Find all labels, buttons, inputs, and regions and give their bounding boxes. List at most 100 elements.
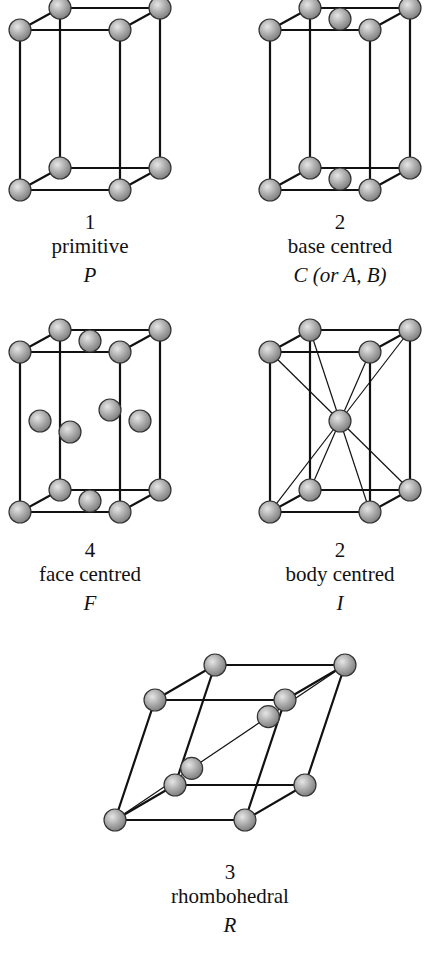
lattice-atom	[181, 757, 203, 779]
lattice-atom	[294, 774, 316, 796]
lattice-atom	[299, 319, 321, 341]
lattice-atom	[149, 157, 171, 179]
rhombohedral-cell-edge	[115, 819, 245, 821]
lattice-atom	[399, 319, 421, 341]
face-centred-cell-edge	[20, 351, 120, 353]
rhombohedral-cell-edge	[245, 700, 285, 820]
lattice-atom	[334, 654, 356, 676]
lattice-atom	[144, 689, 166, 711]
face-centred-cell-edge	[60, 329, 160, 331]
lattice-atom	[109, 19, 131, 41]
lattice-atom	[259, 341, 281, 363]
primitive-cell-edge	[20, 189, 120, 191]
body-centred-cell-diagonal	[310, 330, 340, 421]
lattice-name: primitive	[52, 234, 129, 258]
lattice-atom	[259, 19, 281, 41]
lattice-atom	[49, 157, 71, 179]
lattice-atom	[399, 157, 421, 179]
base-centred-cell-edge	[310, 167, 410, 169]
rhombohedral-cell-edge	[305, 665, 345, 785]
lattice-atom	[9, 341, 31, 363]
lattice-atom	[59, 421, 81, 443]
lattice-atom	[359, 19, 381, 41]
lattice-atom	[234, 809, 256, 831]
lattice-name: base centred	[288, 234, 392, 258]
body-centred-cell-edge	[310, 489, 410, 491]
lattice-atom	[399, 479, 421, 501]
cell-number: 1	[85, 210, 96, 234]
cell-number: 3	[225, 860, 236, 884]
face-centred-cell-edge	[19, 352, 21, 512]
body-centred-cell-diagonal	[270, 352, 340, 421]
lattice-atom	[109, 179, 131, 201]
rhombohedral-cell-edge	[215, 664, 345, 666]
body-centred-cell-diagonal	[270, 421, 340, 512]
base-centred-cell-edge	[270, 189, 370, 191]
base-centred-cell-edge	[270, 29, 370, 31]
body-centred-cell-edge	[369, 352, 371, 512]
lattice-atom	[329, 168, 351, 190]
lattice-atom	[9, 179, 31, 201]
body-centred-cell-edge	[270, 511, 370, 513]
primitive-cell-edge	[159, 8, 161, 168]
rhombohedral-cell-diagonal	[115, 665, 345, 820]
base-centred-cell-edge	[310, 7, 410, 9]
lattice-atom	[259, 179, 281, 201]
lattice-atom	[399, 0, 421, 19]
primitive-cell-edge	[60, 7, 160, 9]
lattice-atom	[9, 19, 31, 41]
lattice-atom	[129, 410, 151, 432]
body-centred-cell-diagonal	[340, 330, 410, 421]
lattice-atom	[49, 0, 71, 19]
face-centred-cell-edge	[59, 330, 61, 490]
face-centred-cell-edge	[60, 489, 160, 491]
lattice-atom	[79, 490, 101, 512]
rhombohedral-cell-edge	[115, 700, 155, 820]
lattice-symbol: C (or A, B)	[294, 263, 387, 287]
lattice-atom	[104, 809, 126, 831]
lattice-atom	[49, 479, 71, 501]
face-centred-cell-edge	[119, 352, 121, 512]
lattice-atom	[359, 501, 381, 523]
lattice-symbol: F	[84, 591, 97, 615]
body-centred-cell-edge	[309, 330, 311, 490]
lattice-atom	[299, 479, 321, 501]
lattice-atom	[204, 654, 226, 676]
lattice-atom	[9, 501, 31, 523]
lattice-name: rhombohedral	[171, 884, 289, 908]
body-centred-cell-diagonal	[340, 421, 410, 490]
lattice-atom	[164, 774, 186, 796]
lattice-atom	[149, 319, 171, 341]
base-centred-cell-edge	[309, 8, 311, 168]
lattice-atom	[259, 501, 281, 523]
lattice-atom	[99, 399, 121, 421]
body-centred-cell-edge	[310, 329, 410, 331]
rhombohedral-cell-edge	[175, 665, 215, 785]
lattice-name: face centred	[39, 562, 141, 586]
lattice-atom	[299, 0, 321, 19]
lattice-atom	[149, 0, 171, 19]
lattice-atom	[359, 179, 381, 201]
primitive-cell-edge	[119, 30, 121, 190]
body-centred-cell-edge	[270, 351, 370, 353]
primitive-cell-edge	[59, 8, 61, 168]
body-centred-cell-edge	[409, 330, 411, 490]
lattice-atom	[49, 319, 71, 341]
lattice-atom	[329, 8, 351, 30]
lattice-atom	[79, 330, 101, 352]
lattice-symbol: P	[84, 263, 97, 287]
lattice-atom	[149, 479, 171, 501]
lattice-atom	[109, 501, 131, 523]
lattice-atom	[274, 689, 296, 711]
lattice-symbol: R	[224, 913, 237, 937]
lattice-atom	[359, 341, 381, 363]
lattice-atom	[299, 157, 321, 179]
primitive-cell-edge	[19, 30, 21, 190]
base-centred-cell-edge	[409, 8, 411, 168]
primitive-cell-edge	[60, 167, 160, 169]
face-centred-cell-edge	[159, 330, 161, 490]
lattice-symbol: I	[337, 591, 344, 615]
cell-number: 2	[335, 538, 346, 562]
primitive-cell-edge	[20, 29, 120, 31]
